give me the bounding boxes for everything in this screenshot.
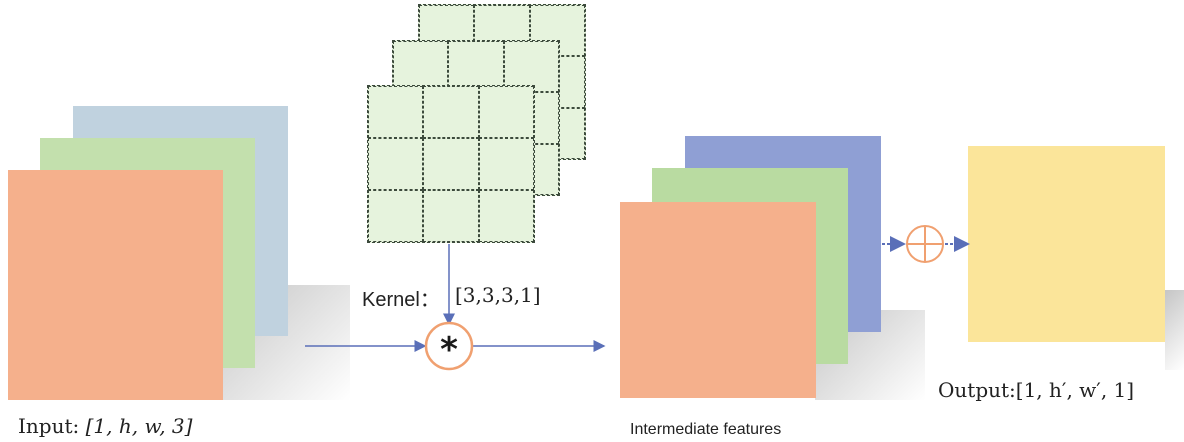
output-label-prefix: Output: <box>938 378 1016 402</box>
conv-operator-symbol: * <box>440 330 458 370</box>
output-label-shape: [1, h′, w′, 1] <box>1015 378 1135 402</box>
kernel-label-text: Kernel： <box>362 289 440 311</box>
kernel-layer-1 <box>367 85 535 243</box>
intermediate-channel-1 <box>620 202 816 398</box>
kernel-label: Kernel： <box>362 283 440 312</box>
input-label: Input: [1, h, w, 3] <box>18 414 192 438</box>
output-label: Output:[1, h′, w′, 1] <box>938 378 1134 402</box>
output-shadow <box>1165 290 1184 370</box>
kernel-shape: [3,3,3,1] <box>455 283 541 307</box>
conv-operator-circle <box>424 321 474 371</box>
output-channel <box>968 146 1165 342</box>
input-label-shape: [1, h, w, 3] <box>85 414 193 438</box>
input-channel-1 <box>8 170 223 400</box>
input-label-prefix: Input: <box>18 414 86 438</box>
intermediate-label: Intermediate features <box>630 421 782 438</box>
